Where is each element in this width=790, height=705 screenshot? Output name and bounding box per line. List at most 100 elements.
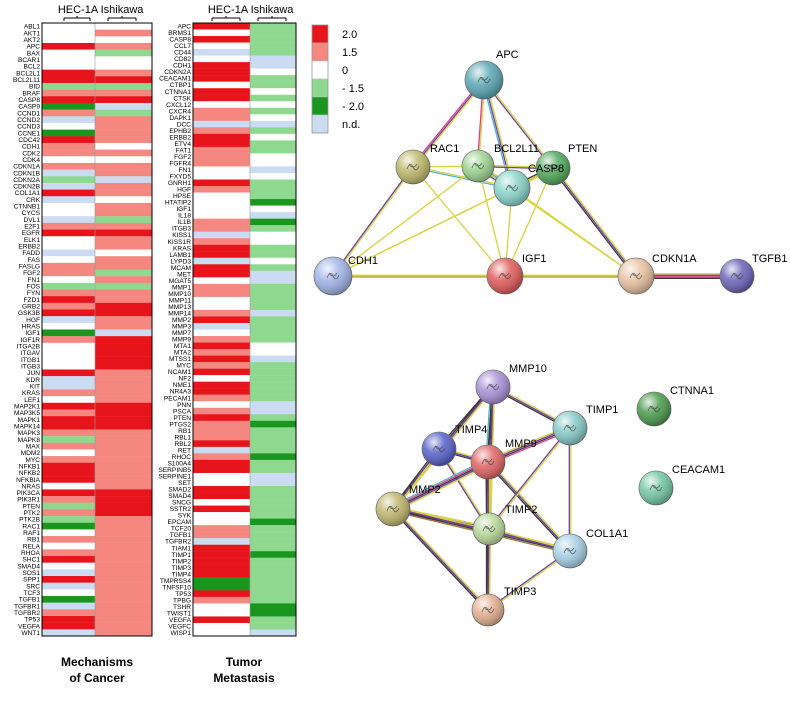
protein-structure-glyph [477, 76, 491, 84]
heatmap-cell-hec1a [193, 29, 250, 37]
heatmap-cell-ishikawa [95, 69, 152, 77]
heatmap-cell-ishikawa [95, 162, 152, 170]
protein-node-timp1[interactable]: TIMP1 [552, 404, 618, 446]
heatmap-cell-hec1a [42, 302, 95, 310]
legend-swatch [311, 60, 329, 80]
heatmap-cell-ishikawa [250, 42, 296, 50]
protein-node-bcl2l11[interactable]: BCL2L11 [461, 143, 539, 183]
protein-node-apc[interactable]: APC [464, 49, 519, 100]
protein-node-cdkn1a[interactable]: CDKN1A [617, 253, 697, 295]
heatmap-cell-hec1a [193, 114, 250, 122]
heatmap-cell-ishikawa [95, 269, 152, 277]
heatmap-cell-hec1a [193, 283, 250, 291]
gene-label: MAX [26, 443, 41, 450]
heatmap-cell-ishikawa [95, 409, 152, 417]
gene-label: RHOA [21, 550, 41, 557]
protein-node-mmp9[interactable]: MMP9 [470, 438, 537, 480]
gene-label: JUN [27, 370, 40, 377]
heatmap-cell-hec1a [193, 355, 250, 363]
protein-node-igf1[interactable]: IGF1 [486, 253, 546, 295]
network-edge-line [393, 464, 490, 513]
heatmap-cell-hec1a [42, 482, 95, 490]
heatmap-cell-hec1a [42, 309, 95, 317]
heatmap-cell-hec1a [42, 489, 95, 497]
heatmap-cell-ishikawa [95, 182, 152, 190]
heatmap-cell-ishikawa [250, 303, 296, 311]
protein-node-mmp10[interactable]: MMP10 [475, 363, 547, 405]
protein-node-label: RAC1 [430, 143, 459, 155]
protein-node-casp8[interactable]: CASP8 [493, 163, 564, 207]
gene-label: CCND2 [17, 117, 40, 124]
protein-node-ceacam1[interactable]: CEACAM1 [638, 464, 725, 506]
heatmap-cell-ishikawa [250, 212, 296, 219]
gene-label: RBL2 [175, 441, 192, 448]
heatmap-cell-ishikawa [95, 296, 152, 304]
heatmap-cell-ishikawa [95, 382, 152, 390]
protein-node-col1a1[interactable]: COL1A1 [552, 528, 628, 569]
gene-label: TPBG [173, 597, 191, 604]
heatmap-cell-ishikawa [250, 596, 296, 604]
heatmap-cell-ishikawa [95, 396, 152, 403]
gene-label: MMP13 [168, 304, 191, 311]
gene-label: FAS [28, 257, 41, 264]
gene-label: LEF1 [24, 397, 40, 404]
heatmap-cell-ishikawa [95, 389, 152, 397]
heatmap-cell-ishikawa [250, 629, 296, 637]
protein-node-timp2[interactable]: TIMP2 [472, 504, 537, 546]
gene-label: BCL2L1 [16, 70, 40, 77]
heatmap-cell-ishikawa [250, 609, 296, 617]
heatmap-cell-ishikawa [250, 199, 296, 206]
heatmap-cell-hec1a [193, 238, 250, 245]
gene-label: RAC1 [22, 523, 40, 530]
heatmap-metastasis-gene-labels: APCBRMS1CASP8CCL7CD44CD82CDH1CDKN2ACEACA… [158, 24, 191, 637]
gene-label: MET [177, 271, 191, 278]
heatmap-cell-hec1a [193, 362, 250, 369]
heatmap-cell-hec1a [42, 236, 95, 244]
protein-node-timp4[interactable]: TIMP4 [421, 424, 487, 467]
heatmap-cell-hec1a [193, 603, 250, 611]
gene-label: NFKBIA [16, 477, 40, 484]
protein-node-timp3[interactable]: TIMP3 [471, 586, 536, 627]
protein-node-label: COL1A1 [586, 528, 628, 540]
legend-swatch [311, 42, 329, 62]
heatmap-cell-ishikawa [95, 356, 152, 364]
heatmap-cell-hec1a [193, 140, 250, 148]
heatmap-cell-ishikawa [250, 257, 296, 265]
protein-node-ctnna1[interactable]: CTNNA1 [636, 385, 714, 427]
gene-label: SPP1 [23, 577, 40, 584]
heatmap-cell-ishikawa [250, 322, 296, 330]
heatmap-metastasis-col-ishikawa: Ishikawa [251, 4, 295, 16]
protein-node-label: MMP10 [509, 363, 547, 375]
gene-label: SMAD4 [168, 493, 191, 500]
protein-node-mmp2[interactable]: MMP2 [375, 484, 441, 527]
heatmap-cell-hec1a [193, 81, 250, 89]
heatmap-cell-ishikawa [250, 68, 296, 76]
heatmap-cell-hec1a [42, 149, 95, 157]
protein-node-label: APC [496, 49, 519, 61]
gene-label: FGF2 [174, 154, 191, 161]
heatmap-cell-hec1a [42, 402, 95, 410]
heatmap-cell-hec1a [42, 182, 95, 190]
network-edge-line [392, 508, 489, 611]
heatmap-cell-ishikawa [250, 505, 296, 513]
protein-node-tgfb1[interactable]: TGFB1 [719, 253, 787, 294]
protein-node-label: TIMP3 [504, 586, 536, 598]
heatmap-cell-hec1a [193, 42, 250, 50]
protein-node-pten[interactable]: PTEN [535, 143, 597, 186]
network-edge-line [486, 462, 570, 553]
heatmap-cell-ishikawa [95, 222, 152, 230]
heatmap-cell-ishikawa [250, 362, 296, 369]
heatmap-cell-ishikawa [95, 102, 152, 110]
protein-structure-glyph [486, 383, 500, 391]
network-edge-line [551, 168, 636, 278]
gene-label: MTA2 [174, 350, 191, 357]
protein-node-cdh1[interactable]: CDH1 [313, 255, 378, 296]
gene-label: CDKN1B [13, 170, 40, 177]
gene-label: MTSS1 [169, 356, 191, 363]
legend-swatch [311, 24, 329, 44]
heatmap-cell-hec1a [193, 583, 250, 591]
gene-label: SET [178, 480, 191, 487]
protein-node-rac1[interactable]: RAC1 [395, 143, 459, 185]
protein-node-label: TIMP2 [505, 504, 537, 516]
